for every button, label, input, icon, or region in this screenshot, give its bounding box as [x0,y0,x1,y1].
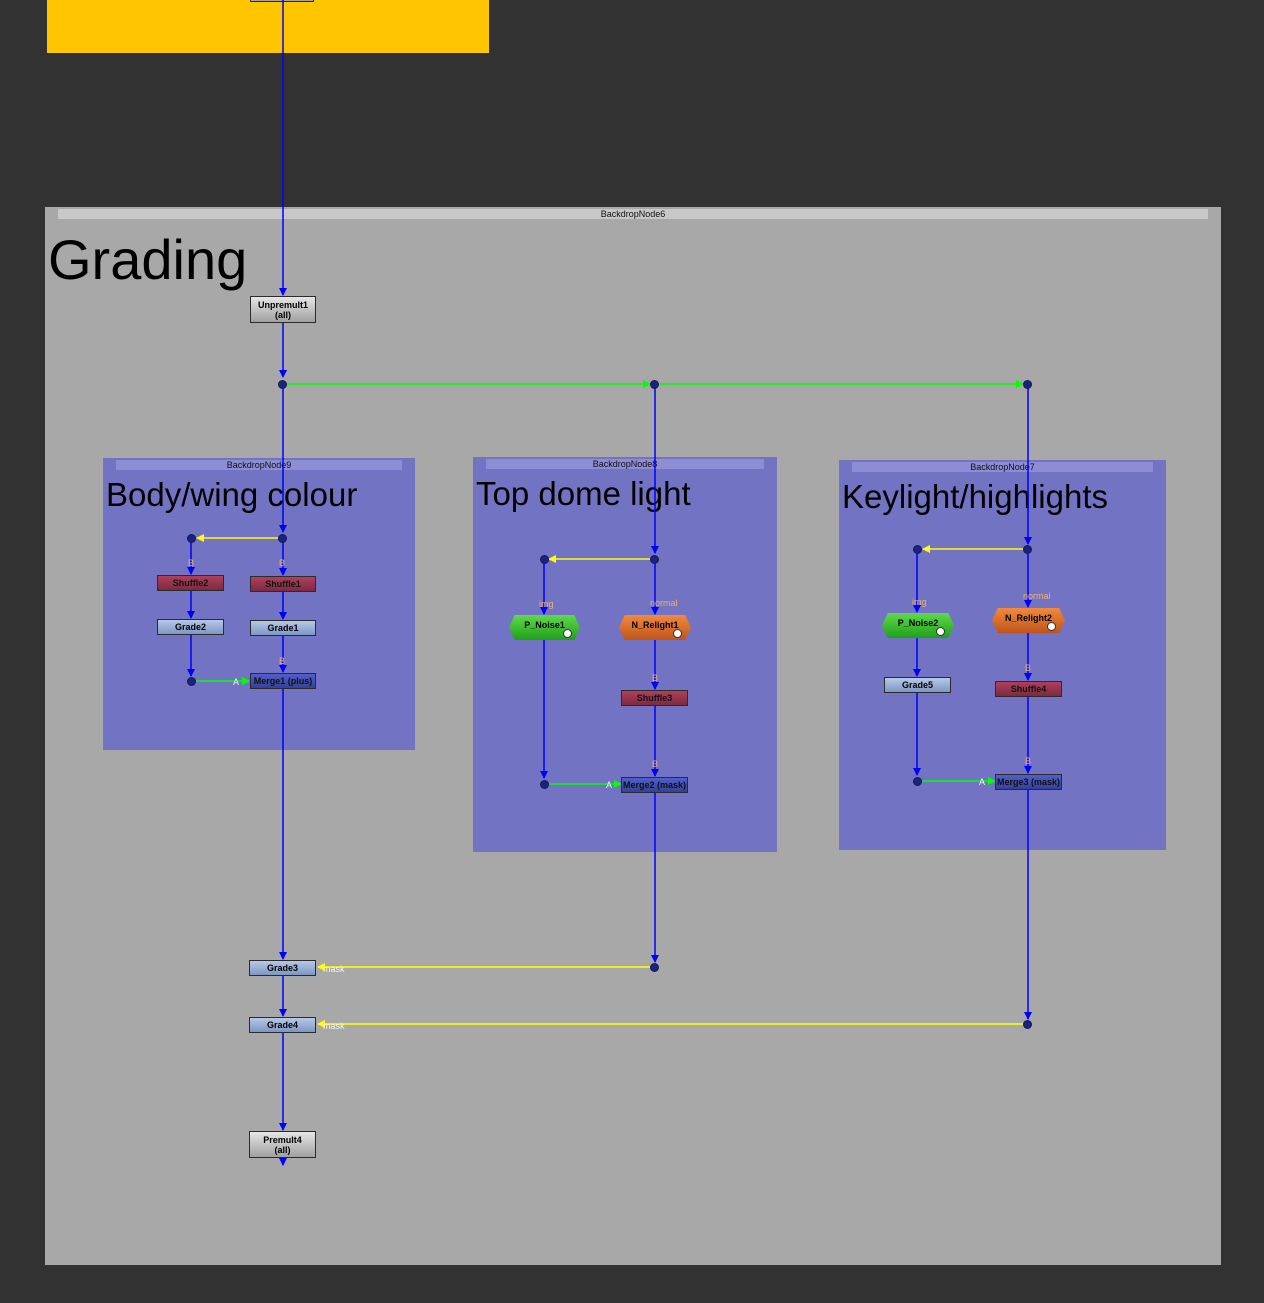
dot[interactable] [1023,1020,1032,1029]
node-label: Premult4 [263,1134,302,1145]
dot[interactable] [278,380,287,389]
node-grade3[interactable]: Grade3 [249,960,316,976]
pipe-label-b: B [652,673,659,683]
node-label: Merge2 (mask) [622,780,687,790]
gizmo-icon [936,627,945,636]
node-label: P_Noise2 [897,617,939,628]
node-label: P_Noise1 [524,619,565,630]
node-label: Shuffle2 [172,578,209,588]
backdrop-name: BackdropNode8 [486,459,764,469]
node-sublabel: (all) [274,1144,291,1155]
pipe-label-a: A [233,677,240,687]
node-label: Grade3 [266,963,299,973]
pipe-label-mask: mask [323,964,345,974]
node-label: Unpremult1 [257,299,308,310]
node-merge1[interactable]: Merge1 (plus) [250,673,316,689]
dot[interactable] [650,963,659,972]
dot[interactable] [650,555,659,564]
pipe-label-img: img [912,597,927,607]
node-shuffle4[interactable]: Shuffle4 [995,681,1062,697]
backdrop-name: BackdropNode7 [852,462,1153,472]
backdrop-label: Keylight/highlights [842,478,1108,515]
node-label: N_Relight1 [631,619,679,630]
node-unpremult1[interactable]: Unpremult1 (all) [250,296,316,323]
node-label: Merge1 (plus) [253,676,313,686]
pipe-label-b: B [279,656,286,666]
pipe-label-img: img [539,599,554,609]
node-label: Grade2 [174,622,207,632]
dot[interactable] [650,380,659,389]
gizmo-icon [563,629,572,638]
pipe-label-mask: mask [323,1021,345,1031]
node-shuffle3[interactable]: Shuffle3 [621,690,688,706]
node-label: Shuffle3 [636,693,673,703]
node-grade4[interactable]: Grade4 [249,1017,316,1033]
dot[interactable] [187,534,196,543]
node-premult4[interactable]: Premult4 (all) [249,1131,316,1158]
pipe-label-b: B [1025,756,1032,766]
node-label: Merge3 (mask) [996,777,1061,787]
node-merge3[interactable]: Merge3 (mask) [995,774,1062,790]
dot[interactable] [913,545,922,554]
gizmo-icon [673,629,682,638]
node-label: Grade5 [901,680,934,690]
node-label: Shuffle4 [1010,684,1047,694]
dot[interactable] [913,777,922,786]
node-label: N_Relight2 [1004,612,1052,623]
backdrop-name: BackdropNode9 [116,460,402,470]
dot[interactable] [1023,380,1032,389]
node-label: Grade4 [266,1020,299,1030]
node-label: Grade1 [267,623,299,633]
dot[interactable] [540,780,549,789]
node-grade5[interactable]: Grade5 [884,677,951,693]
backdrop-label: Body/wing colour [106,476,358,513]
node-sublabel: (all) [274,309,291,320]
dot[interactable] [187,677,196,686]
node-grade2[interactable]: Grade2 [157,619,224,635]
gizmo-icon [1047,622,1056,631]
node-grade1[interactable]: Grade1 [250,620,316,636]
dot[interactable] [1023,545,1032,554]
dot[interactable] [540,555,549,564]
backdrop-yellow[interactable] [47,0,489,53]
top-node-cut[interactable] [250,0,314,2]
backdrop-name: BackdropNode6 [58,209,1208,219]
node-shuffle1[interactable]: Shuffle1 [250,576,316,592]
pipe-label-a: A [979,777,986,787]
pipe-label-b: B [1025,663,1032,673]
pipe-label-normal: normal [1023,591,1051,601]
node-merge2[interactable]: Merge2 (mask) [621,777,688,793]
backdrop-label: Grading [48,228,248,291]
backdrop-body-wing-colour[interactable]: BackdropNode9 Body/wing colour [103,458,415,750]
pipe-label-b: B [188,558,195,568]
pipe-label-b: B [652,759,659,769]
pipe-label-normal: normal [650,598,678,608]
pipe-label-a: A [606,780,613,790]
node-label: Shuffle1 [265,579,301,589]
pipe-label-b: B [279,558,286,568]
node-shuffle2[interactable]: Shuffle2 [157,575,224,591]
dot[interactable] [278,534,287,543]
